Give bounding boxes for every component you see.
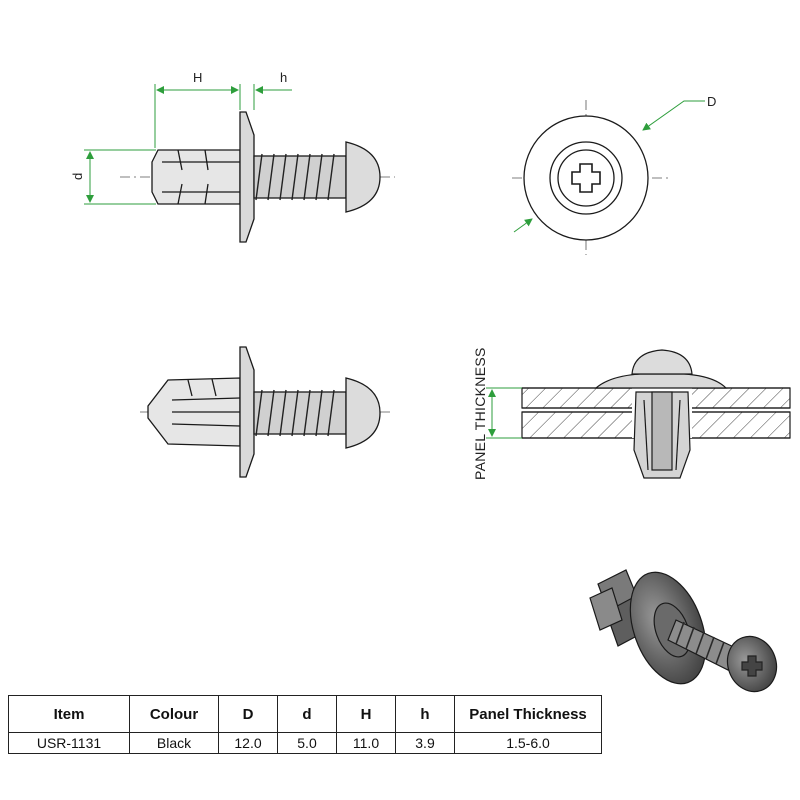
cell-colour: Black	[129, 732, 219, 754]
dimension-label-H: H	[193, 70, 202, 85]
cell-d: 5.0	[277, 732, 337, 754]
spec-table: Item Colour D d H h Panel Thickness USR-…	[8, 695, 602, 754]
panel-thickness-label: PANEL THICKNESS	[472, 347, 488, 480]
side-view-plain	[140, 346, 390, 478]
top-view	[512, 100, 705, 255]
header-panel-thickness: Panel Thickness	[454, 695, 602, 733]
cell-h: 3.9	[395, 732, 455, 754]
dimension-label-d: d	[70, 173, 85, 180]
dimension-label-D: D	[707, 94, 716, 109]
table-row: USR-1131 Black 12.0 5.0 11.0 3.9 1.5-6.0	[8, 732, 602, 754]
header-colour: Colour	[129, 695, 219, 733]
header-item: Item	[8, 695, 130, 733]
header-h: h	[395, 695, 455, 733]
spec-table-header-row: Item Colour D d H h Panel Thickness	[8, 695, 602, 733]
header-d: d	[277, 695, 337, 733]
cell-panel-thickness: 1.5-6.0	[454, 732, 602, 754]
dimension-label-h: h	[280, 70, 287, 85]
cell-item: USR-1131	[8, 732, 130, 754]
cell-D: 12.0	[218, 732, 278, 754]
header-H: H	[336, 695, 396, 733]
panel-cross-section	[486, 349, 791, 479]
header-D: D	[218, 695, 278, 733]
cell-H: 11.0	[336, 732, 396, 754]
side-view-dimensioned	[84, 84, 395, 243]
isometric-render	[589, 569, 778, 693]
